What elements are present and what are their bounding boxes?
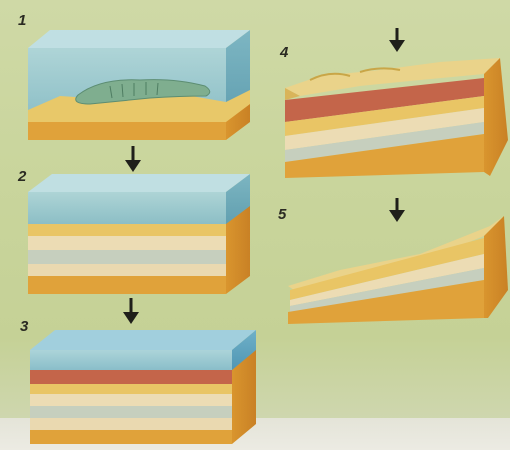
block-3 <box>30 330 256 444</box>
down-arrow-icon <box>389 198 405 222</box>
layer-pale <box>30 394 232 406</box>
orange-base-front <box>28 122 226 140</box>
water-top <box>30 330 256 350</box>
step-number-5: 5 <box>278 206 286 223</box>
layer-side <box>484 58 508 176</box>
block-4 <box>285 58 508 178</box>
water-front <box>28 192 226 226</box>
water-top <box>28 174 250 192</box>
layer-red <box>30 370 232 384</box>
step-number-1: 1 <box>18 12 26 29</box>
layer-orange <box>30 430 232 444</box>
water-front <box>30 350 232 372</box>
down-arrow-icon <box>389 28 405 52</box>
block-2 <box>28 174 250 294</box>
step-number-2: 2 <box>18 168 26 185</box>
step-number-4: 4 <box>280 44 288 61</box>
block-5 <box>288 216 508 324</box>
layer-bluegray <box>28 250 226 264</box>
layer-bluegray <box>30 406 232 418</box>
layer-sand <box>30 384 232 394</box>
water-top <box>28 30 250 48</box>
down-arrow-icon <box>125 146 141 172</box>
step-number-3: 3 <box>20 318 28 335</box>
layer-pale-2 <box>28 264 226 276</box>
layer-sand <box>28 224 226 236</box>
layer-pale-2 <box>30 418 232 430</box>
layer-orange <box>28 276 226 294</box>
layer-pale <box>28 236 226 250</box>
block-1 <box>28 30 250 140</box>
down-arrow-icon <box>123 298 139 324</box>
